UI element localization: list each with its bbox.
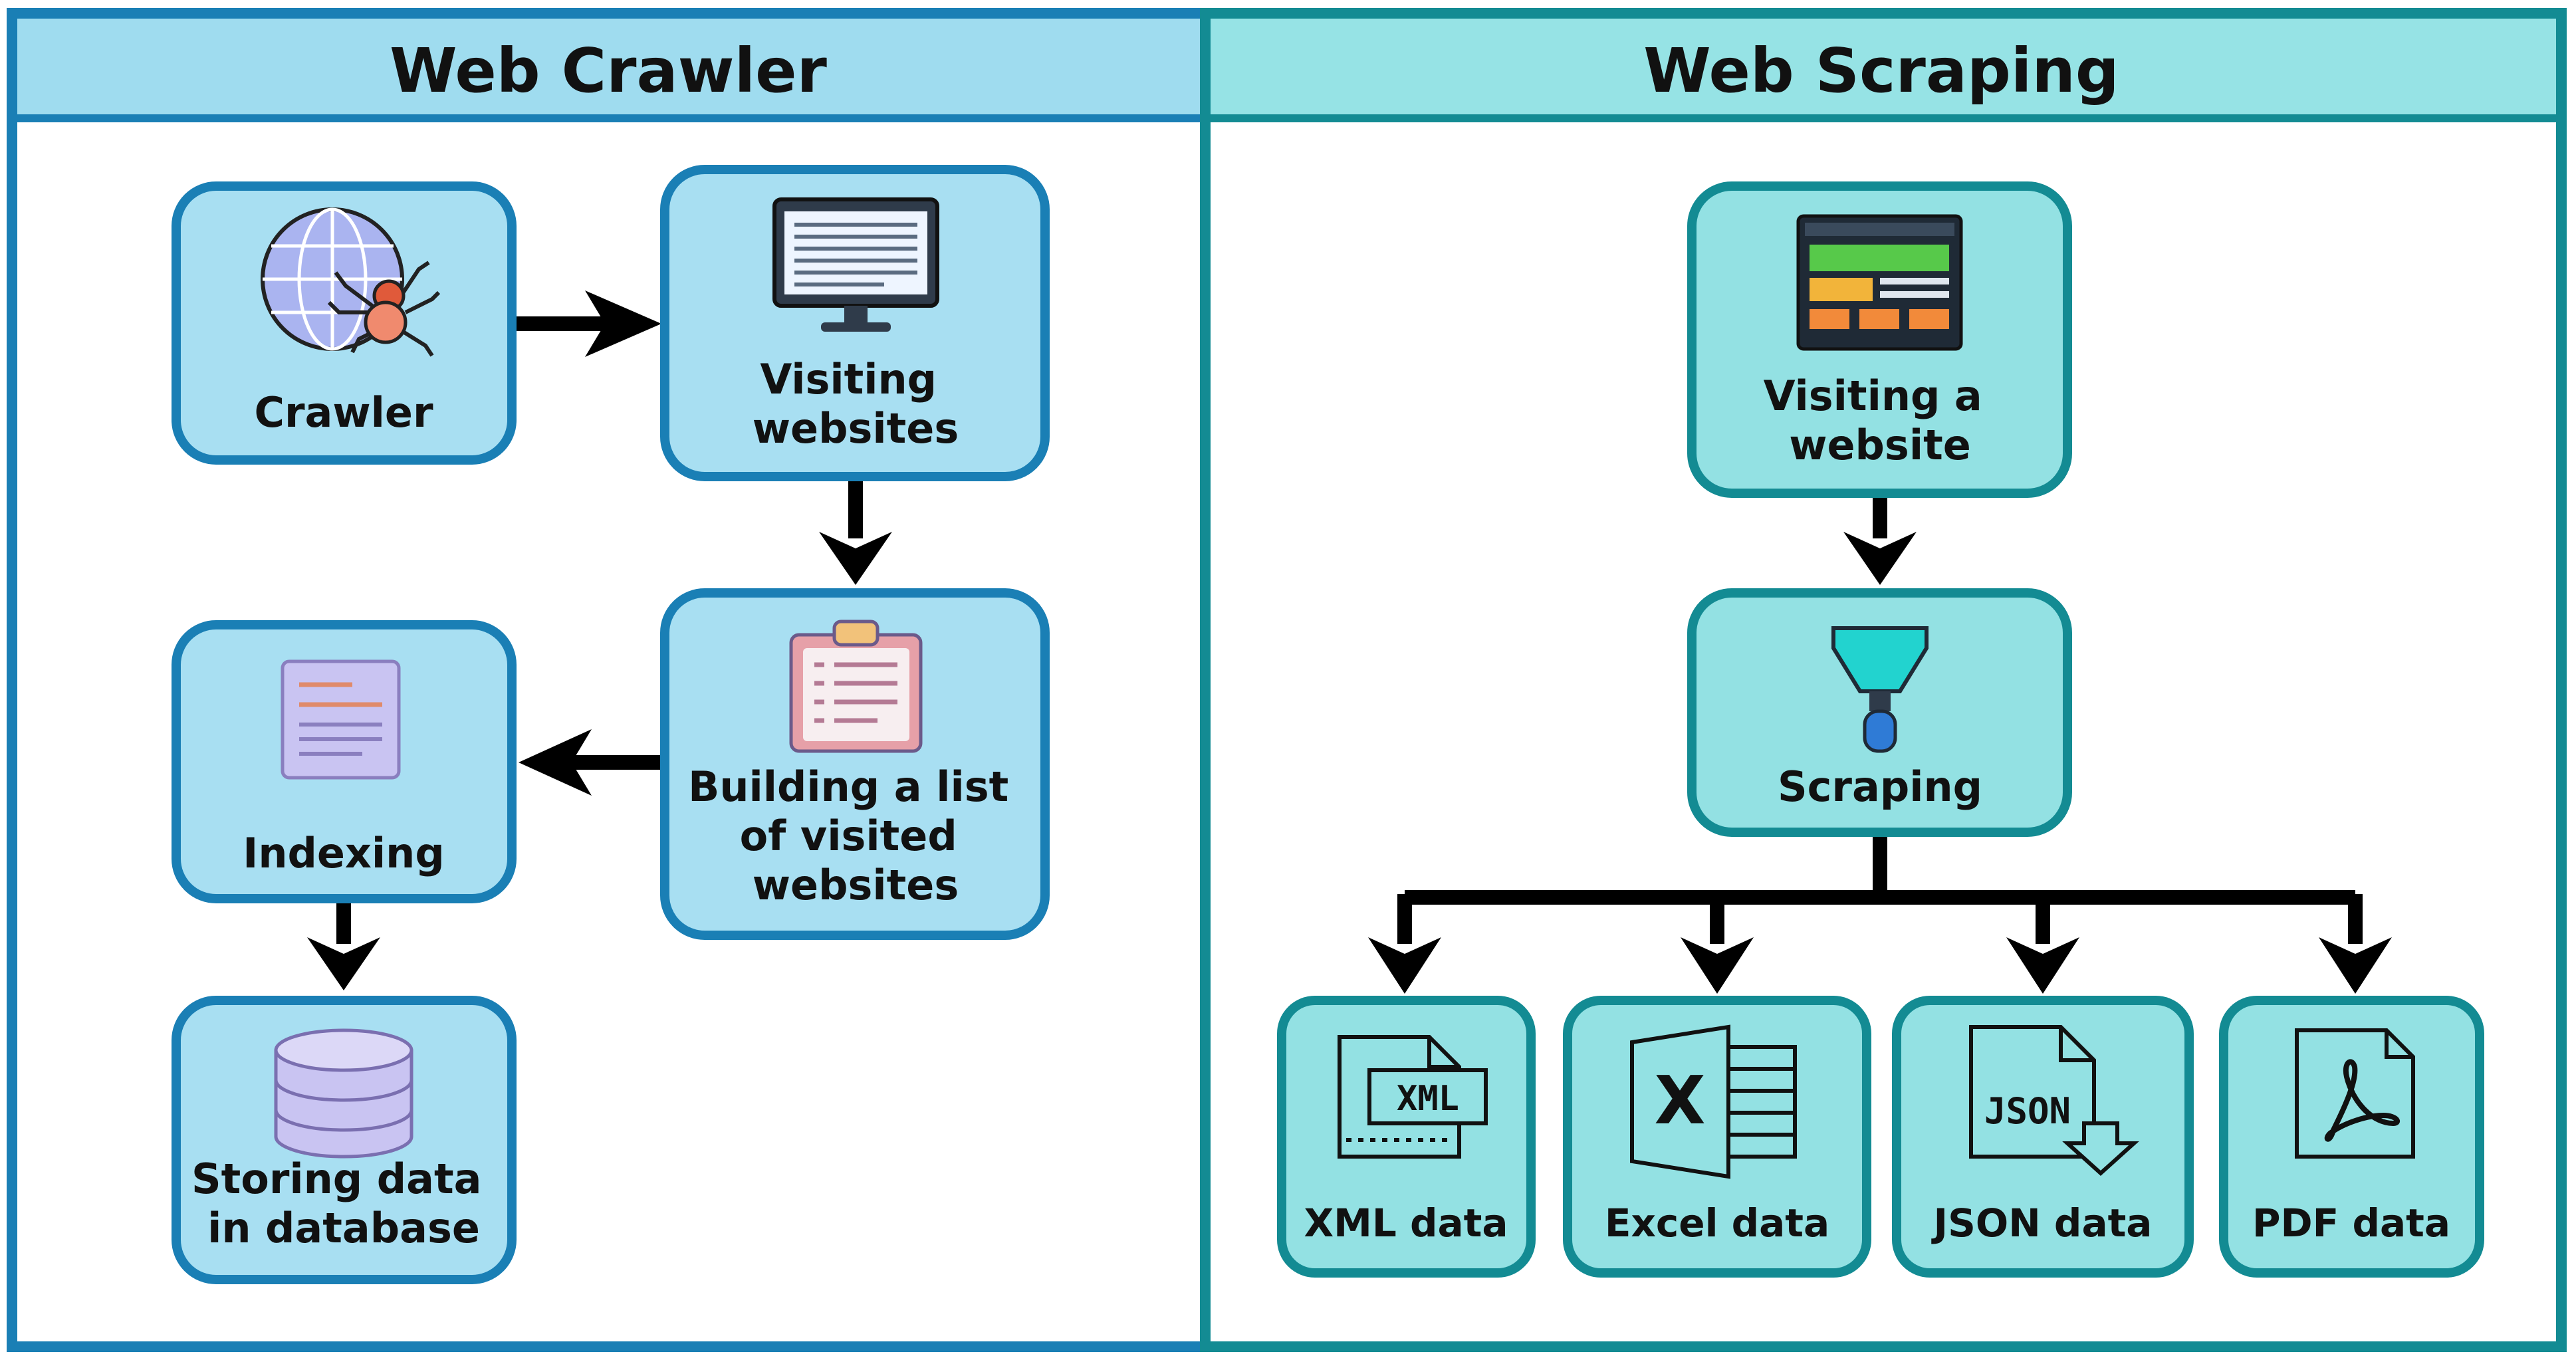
visiting-websites-label-line-2: websites <box>753 404 959 453</box>
arrow-to-xml <box>1368 937 1441 994</box>
document-icon <box>281 659 401 780</box>
webpage-layout-icon <box>1796 214 1963 351</box>
svg-text:PDF data: PDF data <box>2252 1200 2450 1246</box>
storing-data-label-line-1: Storing data <box>191 1155 482 1203</box>
building-list-label-line-3: websites <box>753 861 959 909</box>
svg-text:Visiting a website: Visiting a website <box>1764 372 1997 469</box>
crawler-panel-title: Web Crawler <box>390 35 827 106</box>
arrow-to-excel <box>1681 937 1754 994</box>
excel-data-label: Excel data <box>1605 1200 1829 1246</box>
database-icon <box>274 1028 413 1159</box>
building-list-label-line-1: Building a list <box>688 762 1008 811</box>
xml-data-label: XML data <box>1304 1200 1508 1246</box>
pdf-file-icon <box>2295 1028 2415 1159</box>
svg-text:Indexing: Indexing <box>243 829 444 877</box>
node-excel-data: X Excel data <box>1563 996 1871 1278</box>
scraping-label: Scraping <box>1778 762 1982 811</box>
node-indexing: Indexing <box>172 620 517 903</box>
spider-globe-icon <box>261 207 441 357</box>
visiting-a-website-label-line-2: website <box>1789 421 1971 469</box>
scraping-panel-title: Web Scraping <box>1643 35 2119 106</box>
svg-text:Crawler: Crawler <box>254 388 433 437</box>
svg-text:Scraping: Scraping <box>1778 762 1982 811</box>
svg-text:XML data: XML data <box>1304 1200 1508 1246</box>
svg-text:Visiting websites: Visiting websites <box>753 355 959 453</box>
json-icon-text: JSON <box>1984 1090 2071 1132</box>
svg-text:JSON data: JSON data <box>1931 1200 2153 1246</box>
crawler-label: Crawler <box>254 388 433 437</box>
visiting-a-website-label-line-1: Visiting a <box>1764 372 1982 420</box>
scraper-tool-icon <box>1831 626 1929 753</box>
arrow-to-json <box>2006 937 2079 994</box>
node-visiting-websites: Visiting websites <box>660 165 1050 481</box>
xml-file-icon: XML <box>1338 1035 1488 1159</box>
crawler-panel-header <box>17 19 1200 118</box>
node-visiting-a-website: Visiting a website <box>1687 181 2072 498</box>
node-building-list: Building a list of visited websites <box>660 588 1050 940</box>
node-scraping: Scraping <box>1687 588 2072 837</box>
monitor-icon <box>772 197 939 332</box>
svg-text:Storing data in database: Storing data in database <box>191 1155 496 1252</box>
xml-icon-text: XML <box>1397 1079 1459 1119</box>
arrow-to-pdf <box>2319 937 2392 994</box>
indexing-label: Indexing <box>243 829 444 877</box>
excel-file-icon: X <box>1630 1024 1797 1179</box>
excel-icon-text: X <box>1654 1062 1705 1139</box>
scraping-arrows <box>1368 493 2392 994</box>
pdf-data-label: PDF data <box>2252 1200 2450 1246</box>
node-xml-data: XML XML data <box>1277 996 1536 1278</box>
node-crawler: Crawler <box>172 181 517 465</box>
building-list-label-line-2: of visited <box>740 812 957 860</box>
json-file-icon: JSON <box>1969 1025 2139 1177</box>
storing-data-label-line-2: in database <box>207 1204 480 1252</box>
node-storing-data: Storing data in database <box>172 996 517 1284</box>
scraping-panel-header <box>1211 19 2556 118</box>
svg-text:Building a list of visit: Building a list of visited websites <box>688 762 1023 909</box>
visiting-websites-label-line-1: Visiting <box>760 355 937 403</box>
node-json-data: JSON JSON data <box>1892 996 2194 1278</box>
clipboard-list-icon <box>789 620 923 753</box>
node-pdf-data: PDF data <box>2219 996 2484 1278</box>
json-data-label: JSON data <box>1931 1200 2153 1246</box>
crawler-arrows <box>307 290 892 990</box>
svg-text:Excel data: Excel data <box>1605 1200 1829 1246</box>
